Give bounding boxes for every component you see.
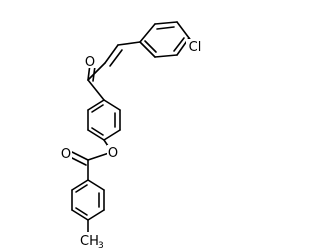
- central-benzene-ring: [87, 99, 121, 141]
- chlorophenyl-ring: [139, 21, 190, 58]
- chlorine-text: Cl: [189, 40, 202, 55]
- chlorine-label: Cl: [186, 39, 204, 55]
- ester-oxygen-label: O: [107, 145, 119, 161]
- ester-oxygen-text: O: [108, 146, 118, 161]
- carbonyl-oxygen-text: O: [61, 147, 71, 162]
- carbonyl-oxygen-label: O: [60, 146, 72, 162]
- methyl-subscript: 3: [98, 241, 104, 250]
- enone-linker: [87, 41, 141, 101]
- ketone-oxygen-label: O: [84, 54, 96, 70]
- tolyl-ring: [71, 179, 105, 221]
- methyl-label: CH 3: [76, 232, 104, 250]
- methyl-text: CH: [80, 234, 99, 249]
- molecule-structure: O Cl O O CH 3: [60, 21, 204, 250]
- ester-linkage: [69, 139, 113, 181]
- ketone-oxygen-text: O: [85, 55, 95, 70]
